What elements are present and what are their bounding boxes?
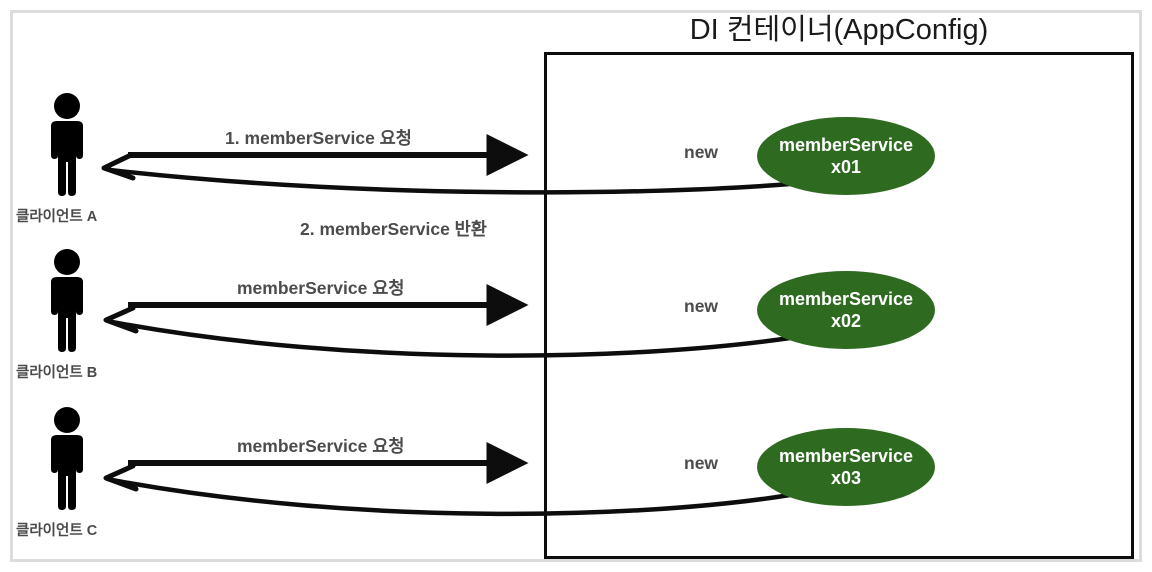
new-label-1: new <box>684 142 719 162</box>
new-label-3: new <box>684 453 719 473</box>
bean-memberservice-x02: memberService x02 <box>757 271 935 349</box>
person-icon <box>40 248 94 352</box>
bean-memberservice-x01: memberService x01 <box>757 117 935 195</box>
new-label-2: new <box>684 296 719 316</box>
request-label-3: memberService 요청 <box>237 436 405 456</box>
bean-name-3: memberService <box>778 445 914 466</box>
client-label-a: 클라이언트 A <box>16 209 98 225</box>
bean-name-2: memberService <box>778 288 914 309</box>
return-label-1: 2. memberService 반환 <box>300 219 487 239</box>
di-container-title: DI 컨테이너(AppConfig) <box>689 14 989 46</box>
client-label-c: 클라이언트 C <box>16 523 98 539</box>
bean-instance-1: x01 <box>830 157 862 177</box>
bean-instance-2: x02 <box>830 311 862 331</box>
request-label-2: memberService 요청 <box>237 278 405 298</box>
bean-memberservice-x03: memberService x03 <box>757 428 935 506</box>
person-icon <box>40 92 94 196</box>
di-container-box <box>544 52 1134 559</box>
bean-name-1: memberService <box>778 134 914 155</box>
bean-instance-3: x03 <box>830 468 862 488</box>
request-label-1: 1. memberService 요청 <box>225 128 412 148</box>
person-icon <box>40 406 94 510</box>
client-label-b: 클라이언트 B <box>16 365 98 381</box>
outer-frame <box>10 10 1142 562</box>
